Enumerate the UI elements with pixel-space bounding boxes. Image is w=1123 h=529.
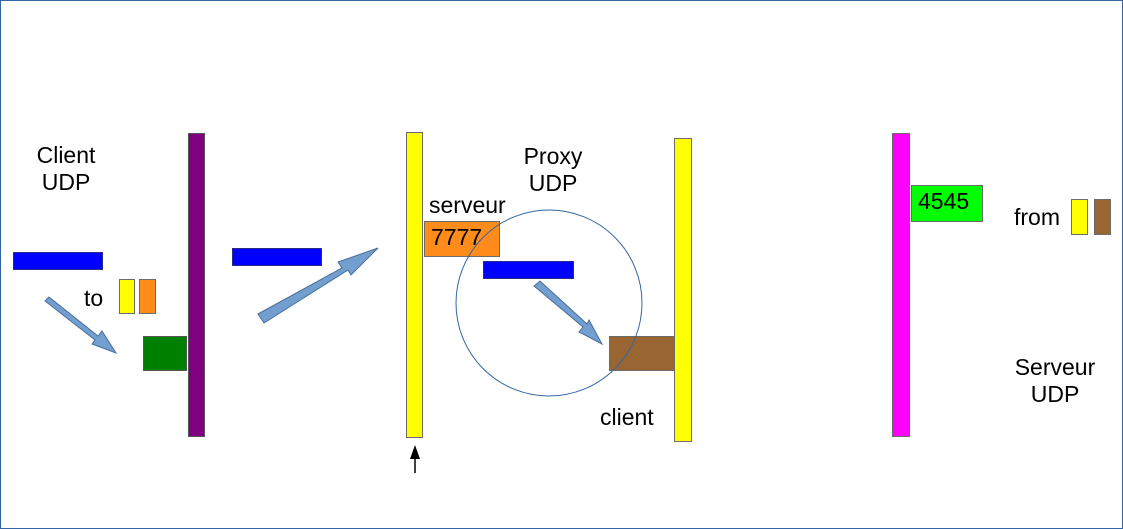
proxy-client-socket: [609, 336, 675, 371]
server-bar: [892, 133, 910, 437]
from-brown-square: [1094, 199, 1111, 235]
from-yellow-square: [1071, 199, 1088, 235]
proxy-circle: [455, 209, 643, 397]
pointer-arrowhead-icon: [410, 445, 420, 459]
to-yellow-square: [119, 279, 135, 314]
client-udp-line2: UDP: [41, 169, 91, 195]
proxy-right-bar: [674, 138, 692, 442]
serveur-udp-label: Serveur UDP: [1001, 354, 1109, 408]
proxy-server-port-box: 7777: [424, 221, 500, 257]
arrow-proxy-to-client-socket-icon: [533, 280, 604, 346]
proxy-udp-label: Proxy UDP: [509, 143, 597, 197]
arrow-to-proxy-icon: [257, 247, 379, 324]
client-udp-line1: Client: [36, 142, 96, 168]
to-label: to: [84, 285, 104, 311]
client-socket: [143, 336, 187, 371]
proxy-left-bar: [406, 132, 423, 438]
packet-transit: [232, 248, 322, 266]
serveur-udp-line1: Serveur: [1014, 354, 1096, 380]
to-orange-square: [139, 279, 156, 314]
serveur-label: serveur: [429, 192, 506, 218]
packet-proxy: [483, 261, 574, 279]
packet-client: [13, 252, 103, 270]
from-label: from: [1014, 204, 1060, 230]
server-port-box: 4545: [911, 185, 983, 222]
serveur-udp-line2: UDP: [1030, 381, 1080, 407]
client-bar: [188, 133, 205, 437]
proxy-udp-line2: UDP: [528, 170, 578, 196]
client-label: client: [600, 404, 654, 430]
proxy-udp-line1: Proxy: [523, 143, 583, 169]
client-udp-label: Client UDP: [23, 142, 109, 196]
arrow-client-to-socket-icon: [44, 296, 118, 354]
